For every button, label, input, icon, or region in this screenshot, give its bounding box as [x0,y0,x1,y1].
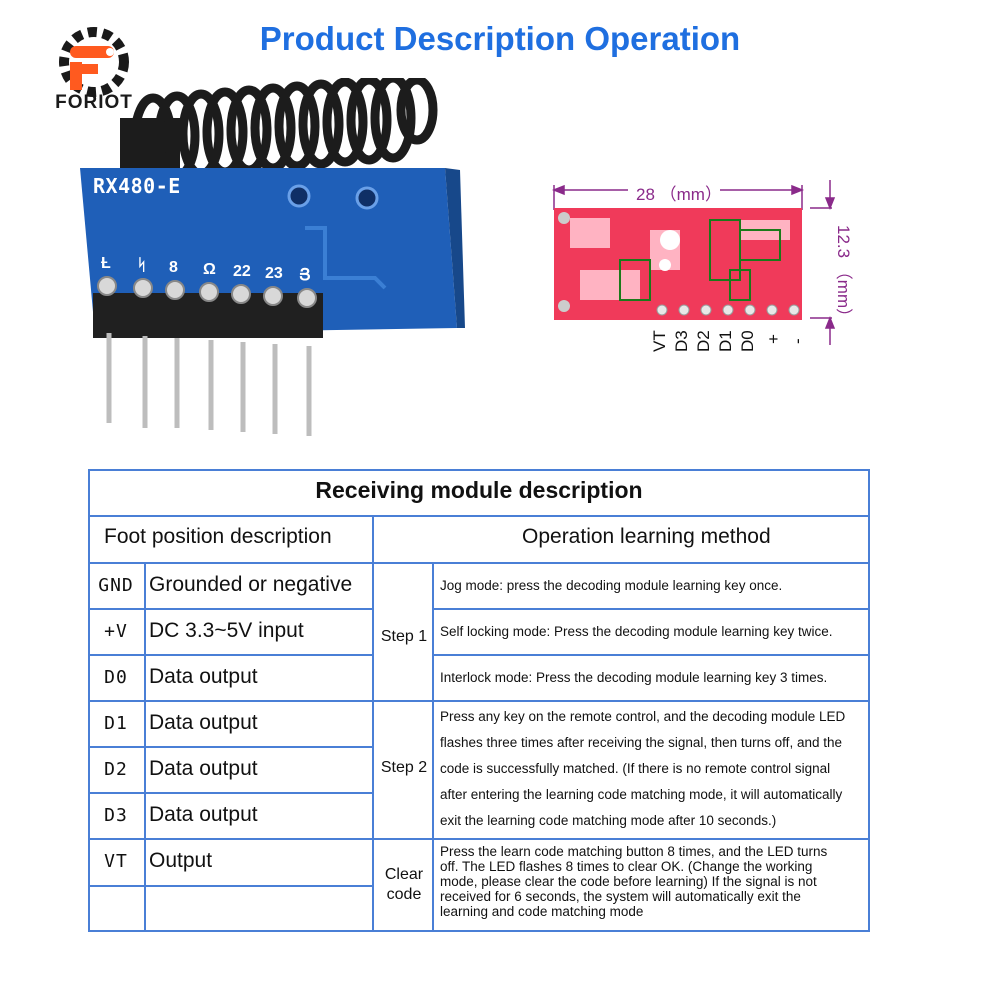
step-1-note: Interlock mode: Press the decoding modul… [440,670,828,685]
step-1-note: Self locking mode: Press the decoding mo… [440,624,833,639]
page-title: Product Description Operation [259,20,741,57]
pin-description: Data output [149,665,258,688]
pin-code: D0 [104,667,128,688]
step-1-note: Jog mode: press the decoding module lear… [440,578,783,593]
clear-code-label: Clear code [384,866,424,903]
pcb-pin-label: D2 [694,330,713,352]
pin-code: D3 [104,805,128,826]
pin-description: Data output [149,757,258,780]
clear-code-note: Press the learn code matching button 8 t… [440,844,828,919]
pin-code: GND [98,575,134,596]
pin-silk: Ƚ [101,255,111,272]
pcb-pin-label: VT [650,330,669,352]
pcb-height-label: 12.3 （mm） [834,225,853,326]
pcb-pin-label: D3 [672,330,691,352]
step-1-label: Step 1 [380,628,428,645]
header-learning-method: Operation learning method [522,525,771,548]
pcb-dimension-drawing [551,180,836,345]
antenna-coil-icon [120,78,438,183]
receiver-module-image: Ƚ ᛋ 8 Ω 22 23 Յ [80,78,465,436]
pin-silk: 22 [233,263,251,280]
pin-silk: Ω [203,261,216,278]
pcb-pin-label: + [764,334,783,344]
pin-code: D2 [104,759,128,780]
step-2-note: Press any key on the remote control, and… [440,709,846,828]
pcb-pin-label: - [788,338,807,344]
pcb-width-label: 28 （mm） [636,185,722,204]
pin-description: Data output [149,711,258,734]
module-model-label: RX480-E [93,174,181,198]
pin-silk: ᛋ [137,257,147,274]
pcb-pin-label: D1 [716,330,735,352]
pin-code: VT [104,851,128,872]
pcb-pin-label: D0 [738,330,757,352]
pin-code: +V [104,621,128,642]
pin-silk: 8 [169,259,178,276]
pin-description: Data output [149,803,258,826]
step-2-label: Step 2 [380,759,428,776]
pin-silk: 23 [265,265,283,282]
brand-name: FORIOT [55,92,133,113]
pin-silk: Յ [299,267,311,284]
receiving-module-table: Receiving module description Foot positi… [88,469,870,932]
pin-description: Grounded or negative [149,573,353,596]
table-title: Receiving module description [315,477,643,503]
brand-logo-icon [59,27,129,97]
pin-description: Output [149,849,213,872]
header-foot-position: Foot position description [104,525,332,548]
pin-code: D1 [104,713,128,734]
pin-description: DC 3.3~5V input [149,619,304,642]
